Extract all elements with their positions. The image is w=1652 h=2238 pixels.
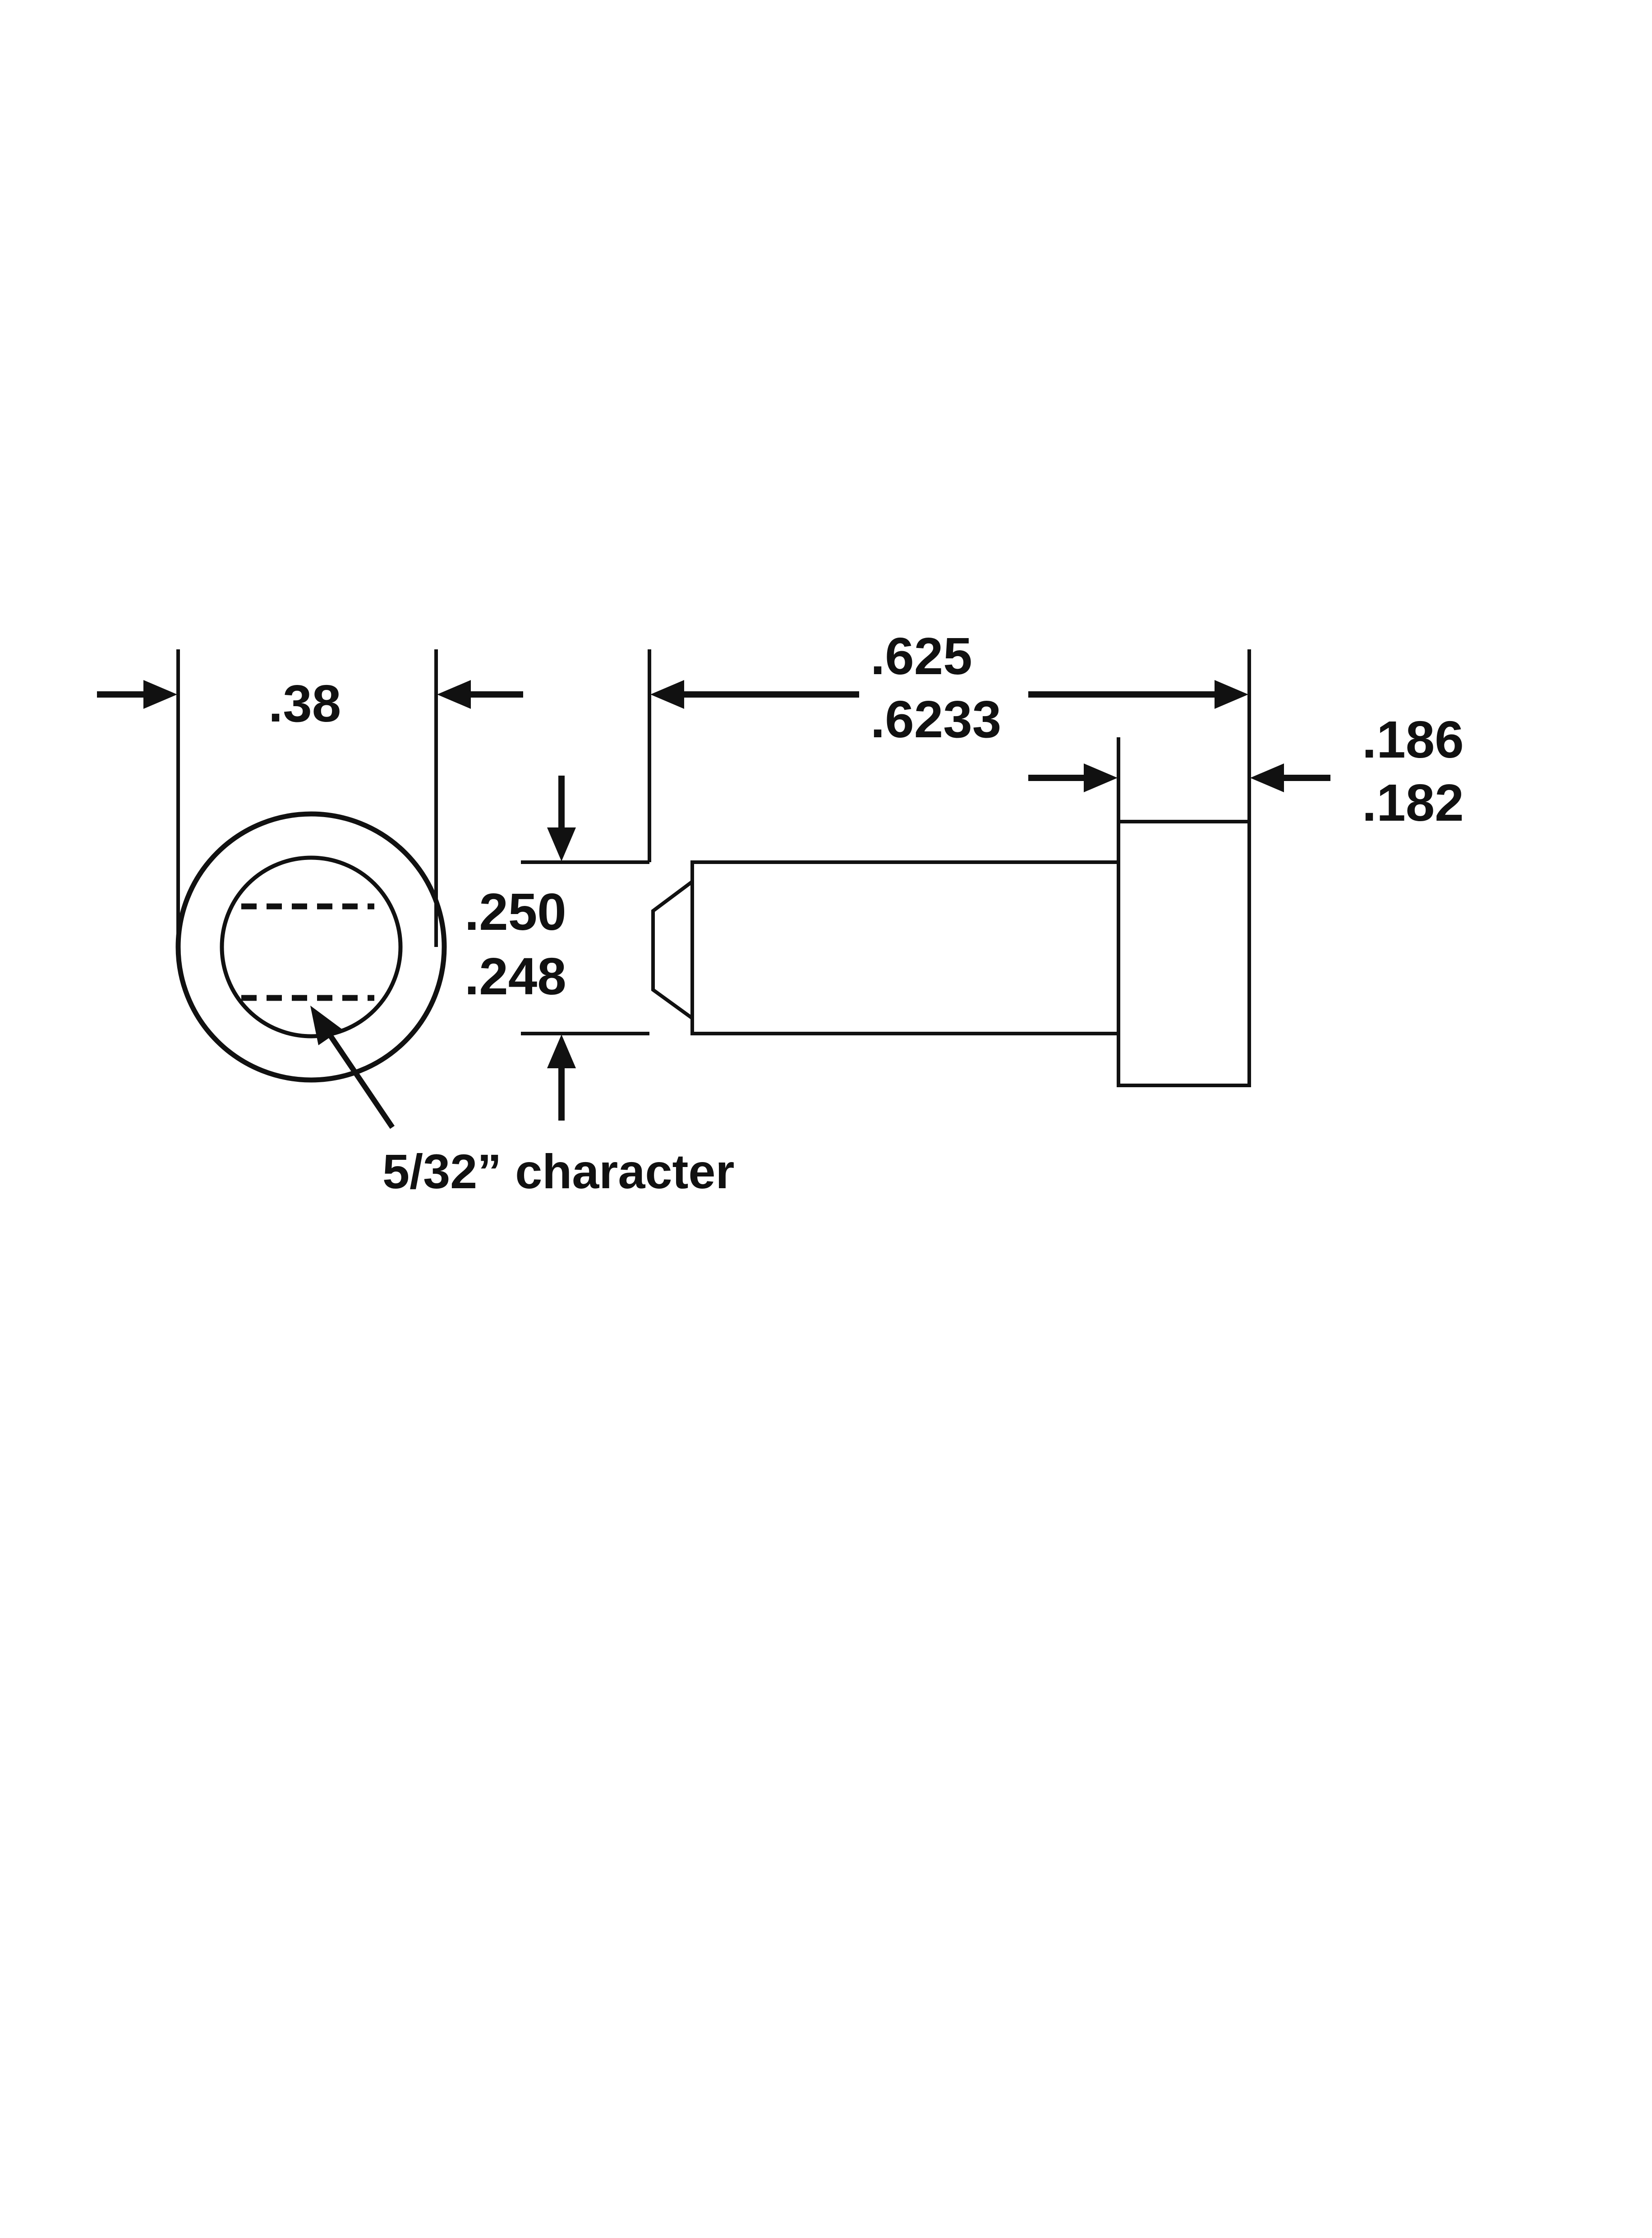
arrowhead-left-pointing [650,680,684,709]
overall-length-min-label: .6233 [870,690,1001,749]
shank-diameter-min-label: .248 [465,947,566,1006]
shank-diameter-dimension [521,776,649,1121]
end-view [175,811,447,1083]
leader-line [326,1031,395,1129]
head-length-min-label: .182 [1362,773,1464,832]
arrowhead-right-pointing [143,680,177,709]
head-length-max-label: .186 [1362,710,1464,769]
arrowhead-left-pointing [1250,763,1284,792]
arrowhead-up-pointing [547,1034,576,1068]
head-diameter-label: .38 [268,674,341,733]
head-length-dimension [1028,737,1330,822]
head-diameter-dimension [97,649,523,947]
character-size-label: 5/32” character [382,1144,735,1199]
end-view-outer-circle [175,811,447,1083]
end-view-inner-circle [220,855,403,1039]
overall-length-dimension [648,649,1251,862]
leader-arrowhead [310,1006,342,1045]
arrowhead-right-pointing [1215,680,1248,709]
arrowhead-right-pointing [1084,763,1118,792]
overall-length-max-label: .625 [870,627,972,685]
character-callout-leader [310,1006,395,1129]
pin-shank [690,860,1120,1035]
pin-chamfer [651,880,694,1020]
arrowhead-left-pointing [437,680,471,709]
shank-diameter-max-label: .250 [465,882,566,941]
pin-head [1117,820,1251,1087]
side-view [651,820,1251,1087]
arrowhead-down-pointing [547,827,576,861]
